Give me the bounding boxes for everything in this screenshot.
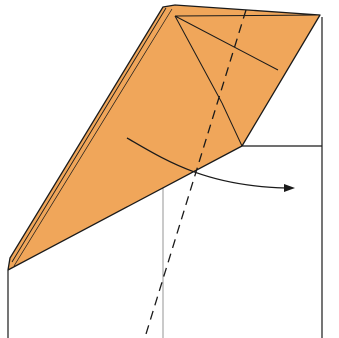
white-paper-outline bbox=[7, 17, 323, 338]
arrow-head-icon bbox=[284, 184, 295, 192]
flap-crease-1 bbox=[174, 15, 279, 71]
white-paper-region bbox=[8, 17, 322, 338]
flap-crease-2 bbox=[174, 15, 223, 104]
fold-direction-arrow bbox=[126, 137, 287, 189]
flap-crease-3 bbox=[221, 102, 243, 147]
flap-crease-4 bbox=[174, 14, 321, 17]
flap-layer-edge-2 bbox=[13, 8, 173, 267]
flap-layer-edge-1 bbox=[11, 7, 167, 263]
